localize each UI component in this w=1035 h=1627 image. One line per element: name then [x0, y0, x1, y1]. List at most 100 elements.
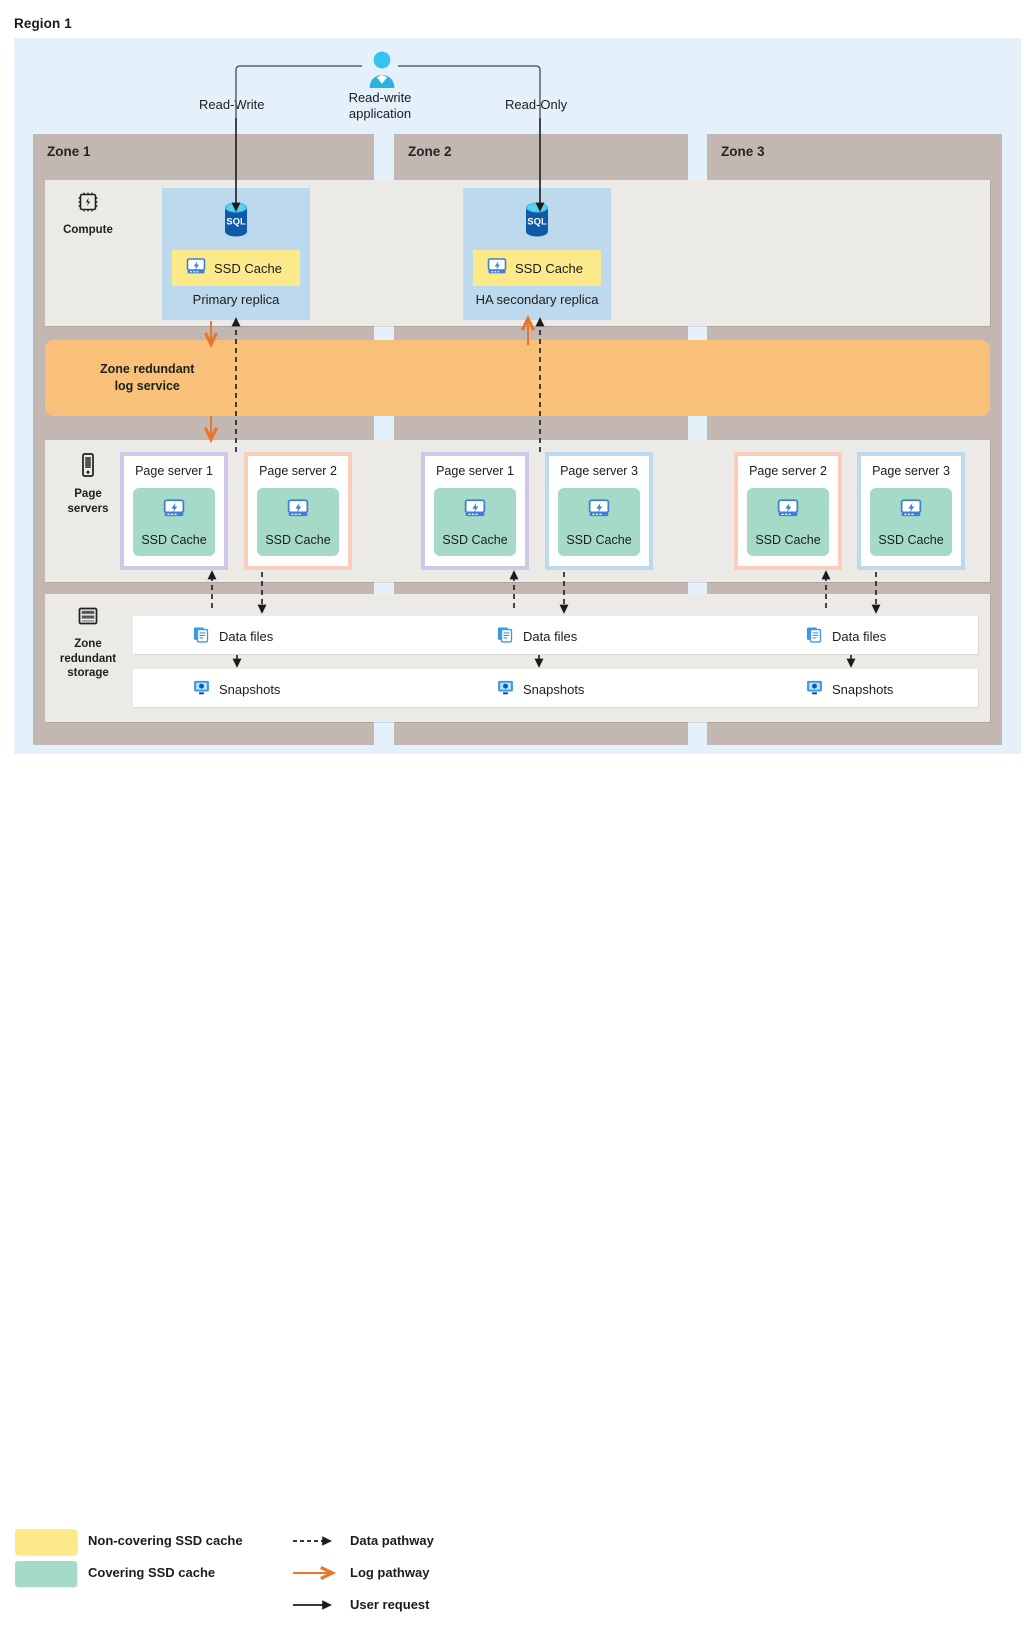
data-files-label: Data files: [219, 628, 274, 644]
zone-header-3: Zone 3: [707, 134, 1002, 172]
storage-row-label: Zone redundant storage: [45, 604, 131, 681]
storage-icon: [45, 604, 131, 632]
zone-redundant-log-service: Zone redundant log service: [45, 340, 990, 416]
read-only-path-label: Read-Only: [505, 97, 568, 112]
primary-replica-ssd-cache: SSD Cache: [172, 250, 300, 286]
snapshot-icon: [805, 678, 824, 700]
log-service-label: Zone redundant log service: [100, 361, 194, 395]
region-title: Region 1: [14, 16, 72, 31]
page-server-title: Page server 2: [749, 464, 827, 478]
compute-row-label-text: Compute: [63, 224, 113, 237]
page-server-card-z1-2[interactable]: Page server 2 SSD Cache: [244, 452, 352, 570]
documents-icon: [496, 625, 515, 647]
snapshot-icon: [192, 678, 211, 700]
ssd-cache-icon: [287, 497, 309, 524]
page-servers-row-label: Page servers: [45, 452, 131, 516]
legend: Non-covering SSD cache Covering SSD cach…: [0, 760, 1035, 1612]
svg-text:SQL: SQL: [226, 217, 246, 228]
page-server-cache: SSD Cache: [133, 488, 215, 556]
read-write-application-label: Read-write application: [318, 90, 442, 123]
snapshot-icon: [496, 678, 515, 700]
log-service-label-line1: Zone redundant: [100, 362, 195, 376]
compute-row-label: Compute: [45, 190, 131, 238]
snapshots-item-z2[interactable]: Snapshots: [496, 678, 584, 700]
page-server-title: Page server 2: [259, 464, 337, 478]
ssd-cache-icon: [163, 497, 185, 524]
page-server-cache: SSD Cache: [747, 488, 829, 556]
data-files-label: Data files: [523, 628, 578, 644]
data-files-label: Data files: [832, 628, 887, 644]
page-server-cache: SSD Cache: [434, 488, 516, 556]
snapshots-label: Snapshots: [523, 681, 585, 697]
legend-label-data-pathway: Data pathway: [350, 1533, 434, 1548]
page-server-cache-label: SSD Cache: [265, 533, 331, 547]
storage-row-label-line3: storage: [67, 667, 109, 680]
legend-arrows: [293, 1536, 1035, 1610]
page-server-cache-label: SSD Cache: [442, 533, 508, 547]
snapshots-item-z1[interactable]: Snapshots: [192, 678, 280, 700]
page-server-card-z3-2[interactable]: Page server 2 SSD Cache: [734, 452, 842, 570]
chip-icon: [45, 190, 131, 218]
ha-secondary-cache-label: SSD Cache: [515, 260, 583, 276]
legend-label-log-pathway: Log pathway: [350, 1565, 430, 1580]
page-server-cache-label: SSD Cache: [755, 533, 821, 547]
read-write-path-label: Read-Write: [199, 97, 265, 112]
data-files-item-z3[interactable]: Data files: [805, 625, 886, 647]
server-icon: [45, 452, 131, 482]
page-servers-row-label-line1: Page: [74, 488, 102, 501]
legend-label-covering: Covering SSD cache: [88, 1565, 216, 1580]
zone-label-3: Zone 3: [721, 144, 765, 159]
ssd-cache-icon: [464, 497, 486, 524]
page-server-title: Page server 1: [436, 464, 514, 478]
sql-database-icon: SQL: [219, 200, 253, 245]
page-server-cache: SSD Cache: [558, 488, 640, 556]
primary-replica-card[interactable]: SQL SSD Cache Primary replica: [162, 188, 310, 320]
page-server-card-z1-1[interactable]: Page server 1 SSD Cache: [120, 452, 228, 570]
log-service-label-line2: log service: [114, 378, 180, 393]
legend-label-user-request: User request: [350, 1597, 430, 1612]
zone-label-2: Zone 2: [408, 144, 452, 159]
ssd-cache-icon: [588, 497, 610, 524]
page-server-title: Page server 3: [872, 464, 950, 478]
page-server-title: Page server 1: [135, 464, 213, 478]
page-server-card-z2-3[interactable]: Page server 3 SSD Cache: [545, 452, 653, 570]
page-server-card-z2-1[interactable]: Page server 1 SSD Cache: [421, 452, 529, 570]
app-label-line2: application: [348, 106, 412, 122]
diagram-canvas: Region 1 Zone 1 Zone 2 Zone 3 Compute: [0, 16, 1035, 1612]
primary-replica-cache-label: SSD Cache: [214, 260, 282, 276]
page-server-card-z3-3[interactable]: Page server 3 SSD Cache: [857, 452, 965, 570]
zone-header-2: Zone 2: [394, 134, 688, 172]
primary-replica-caption: Primary replica: [192, 292, 280, 307]
storage-row-label-line1: Zone: [74, 638, 102, 651]
page-server-title: Page server 3: [560, 464, 638, 478]
documents-icon: [192, 625, 211, 647]
snapshots-label: Snapshots: [832, 681, 894, 697]
page-server-cache-label: SSD Cache: [566, 533, 632, 547]
snapshots-label: Snapshots: [219, 681, 281, 697]
zone-header-1: Zone 1: [33, 134, 374, 172]
data-files-item-z2[interactable]: Data files: [496, 625, 577, 647]
documents-icon: [805, 625, 824, 647]
svg-text:SQL: SQL: [527, 217, 547, 228]
snapshots-item-z3[interactable]: Snapshots: [805, 678, 893, 700]
legend-swatch-non-covering: [15, 1529, 77, 1555]
storage-row-label-line2: redundant: [59, 652, 117, 665]
ssd-cache-icon: [900, 497, 922, 524]
page-server-cache-label: SSD Cache: [878, 533, 944, 547]
zone-label-1: Zone 1: [47, 144, 91, 159]
ha-secondary-ssd-cache: SSD Cache: [473, 250, 601, 286]
ssd-cache-icon: [487, 256, 507, 281]
legend-swatch-covering: [15, 1561, 77, 1587]
data-files-item-z1[interactable]: Data files: [192, 625, 273, 647]
data-files-row: [133, 616, 978, 654]
ssd-cache-icon: [186, 256, 206, 281]
page-server-cache: SSD Cache: [870, 488, 952, 556]
ha-secondary-caption: HA secondary replica: [475, 292, 599, 307]
legend-label-non-covering: Non-covering SSD cache: [88, 1533, 243, 1548]
sql-database-icon: SQL: [520, 200, 554, 245]
ha-secondary-replica-card[interactable]: SQL SSD Cache HA secondary replica: [463, 188, 611, 320]
snapshots-row: [133, 669, 978, 707]
app-label-line1: Read-write: [348, 90, 412, 105]
ssd-cache-icon: [777, 497, 799, 524]
user-avatar-icon: [366, 50, 398, 95]
